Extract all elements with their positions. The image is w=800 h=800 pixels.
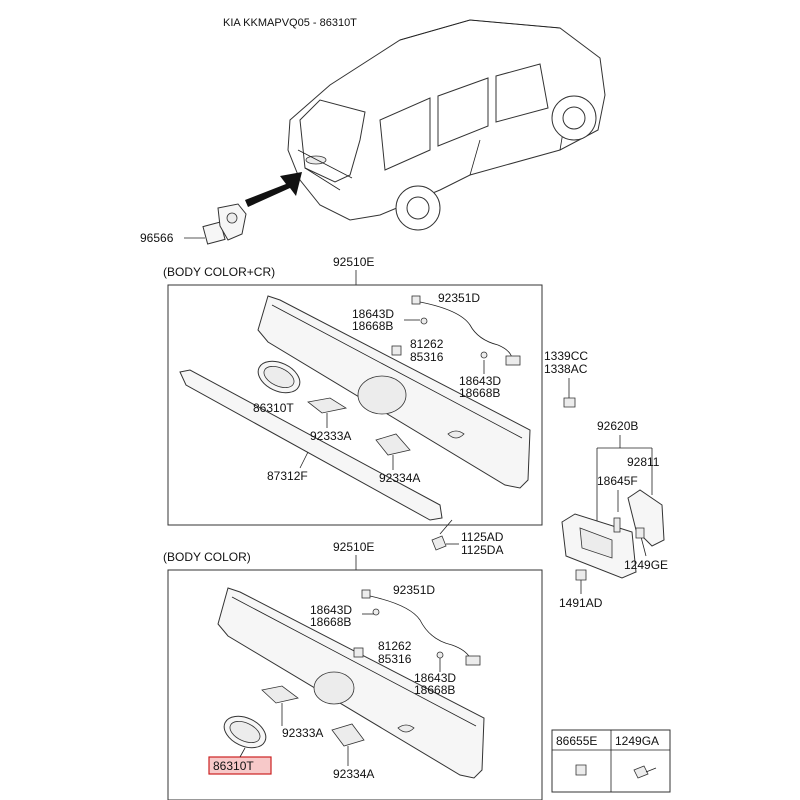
label-92334a-bottom: 92334A bbox=[333, 767, 374, 781]
label-92510e-top: 92510E bbox=[333, 255, 374, 269]
diagram-title: KIA KKMAPVQ05 - 86310T bbox=[223, 17, 357, 29]
camera-part-96566 bbox=[184, 203, 247, 245]
label-85316-bottom: 85316 bbox=[378, 652, 412, 666]
label-18668b-a: 18668B bbox=[352, 319, 393, 333]
label-1339cc: 1339CC bbox=[544, 349, 588, 363]
label-92333a-bottom: 92333A bbox=[282, 726, 323, 740]
label-18643d-b: 18643D bbox=[459, 374, 501, 388]
label-18668b-c: 18668B bbox=[310, 615, 351, 629]
label-87312f: 87312F bbox=[267, 469, 308, 483]
section-box-top bbox=[167, 284, 543, 526]
label-1249ge: 1249GE bbox=[624, 558, 668, 572]
nut-86655e bbox=[575, 764, 587, 776]
screw-1249ga bbox=[633, 765, 649, 779]
label-92510e-bottom: 92510E bbox=[333, 540, 374, 554]
label-92333a-top: 92333A bbox=[310, 429, 351, 443]
section-title-bottom: (BODY COLOR) bbox=[163, 550, 251, 564]
pad-92333a-top bbox=[307, 397, 348, 414]
label-96566: 96566 bbox=[140, 231, 174, 245]
emblem-86310t-bottom bbox=[223, 715, 267, 749]
label-85316-top: 85316 bbox=[410, 350, 444, 364]
car-illustration bbox=[287, 19, 606, 231]
screw-1125ad bbox=[431, 519, 453, 551]
label-92334a-top: 92334A bbox=[379, 471, 420, 485]
wiring-92351d-bottom bbox=[361, 589, 481, 666]
section-title-top: (BODY COLOR+CR) bbox=[163, 265, 275, 279]
label-18645f: 18645F bbox=[597, 474, 638, 488]
screw-1249ge bbox=[635, 527, 645, 539]
label-1125da: 1125DA bbox=[461, 543, 503, 557]
clip-81262-bottom bbox=[353, 647, 364, 658]
pad-92333a-bottom bbox=[261, 685, 299, 704]
label-86310t-bottom: 86310T bbox=[213, 759, 254, 773]
label-18643d-a: 18643D bbox=[352, 307, 394, 321]
handle-92620b bbox=[561, 489, 665, 579]
pad-92334a-bottom bbox=[331, 723, 365, 747]
label-92351d-bottom: 92351D bbox=[393, 583, 435, 597]
label-1125ad: 1125AD bbox=[461, 530, 504, 544]
label-81262-top: 81262 bbox=[410, 337, 444, 351]
label-18643d-d: 18643D bbox=[414, 671, 456, 685]
pointer-arrow bbox=[245, 172, 302, 207]
clip-81262-top bbox=[391, 345, 402, 356]
label-86310t-top: 86310T bbox=[253, 401, 294, 415]
legend-col-1249ga: 1249GA bbox=[615, 734, 659, 748]
nut-1491ad bbox=[575, 569, 587, 581]
garnish-bottom bbox=[217, 587, 485, 779]
garnish-top bbox=[257, 295, 531, 489]
legend-col-86655e: 86655E bbox=[556, 734, 597, 748]
label-92351d-top: 92351D bbox=[438, 291, 480, 305]
label-92620b: 92620B bbox=[597, 419, 638, 433]
label-1338ac: 1338AC bbox=[544, 362, 588, 376]
emblem-86310t-top bbox=[257, 360, 301, 394]
legend-table: 86655E 1249GA bbox=[551, 729, 671, 793]
label-18668b-b: 18668B bbox=[459, 386, 500, 400]
moulding-87312f bbox=[179, 369, 443, 521]
label-92811: 92811 bbox=[627, 455, 660, 469]
section-box-bottom bbox=[167, 569, 543, 800]
label-18668b-d: 18668B bbox=[414, 683, 455, 697]
nut-1339cc bbox=[563, 397, 576, 408]
wiring-92351d-top bbox=[411, 295, 521, 366]
label-1491ad: 1491AD bbox=[559, 596, 603, 610]
pad-92334a-top bbox=[375, 433, 411, 456]
label-81262-bottom: 81262 bbox=[378, 639, 412, 653]
label-18643d-c: 18643D bbox=[310, 603, 352, 617]
